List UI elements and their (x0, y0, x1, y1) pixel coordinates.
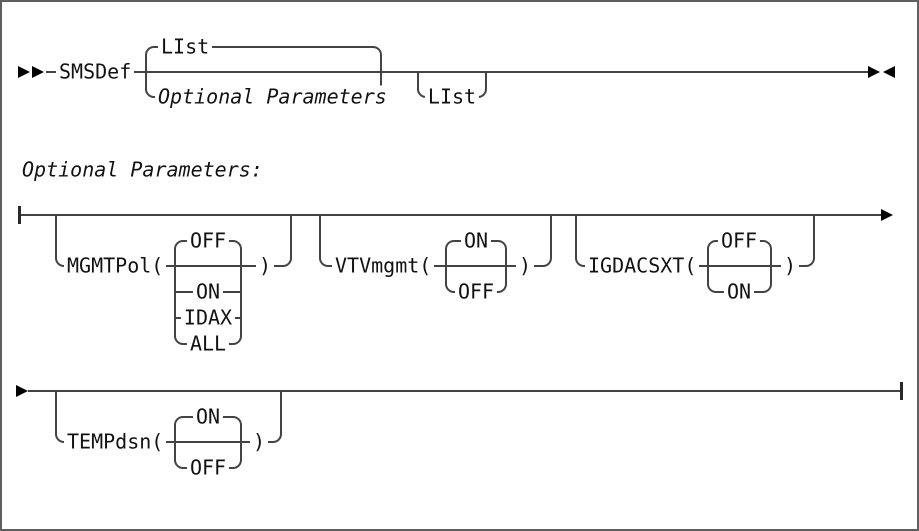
option-default-vtvmgmt: ON (460, 229, 492, 253)
option-default-tempdsn: ON (192, 405, 224, 429)
choice-list-default: LIst (158, 35, 213, 59)
param-rail-tempdsn (55, 391, 282, 443)
rail-segment (28, 390, 902, 392)
close-paren: ) (516, 254, 535, 278)
rule-start-arrow-icon (32, 66, 44, 78)
line-continue-arrow-icon (16, 385, 28, 397)
rule-start-arrow-icon (18, 66, 30, 78)
option-default-igdacsxt: OFF (717, 229, 761, 253)
keyword-smsdef: SMSDef (56, 60, 135, 84)
close-paren: ) (781, 254, 800, 278)
close-paren: ) (256, 254, 275, 278)
rail-segment (20, 214, 882, 216)
param-label-tempdsn: TEMPdsn( (64, 430, 167, 454)
rail-segment (46, 71, 870, 73)
option-default-mgmtpol: OFF (186, 229, 230, 253)
option-mgmtpol-all: ALL (186, 332, 230, 356)
option-igdacsxt-on: ON (723, 280, 755, 304)
param-label-igdacsxt: IGDACSXT( (585, 254, 700, 278)
fragment-end-tick-icon (900, 382, 903, 400)
param-rail-mgmtpol (55, 215, 292, 267)
close-paren: ) (250, 430, 269, 454)
rule-end-arrow-icon (868, 66, 880, 78)
fragment-start-tick-icon (18, 206, 21, 224)
param-label-vtvmgmt: VTVmgmt( (332, 254, 435, 278)
fragment-heading: Optional Parameters: (19, 158, 266, 182)
param-rail-vtvmgmt (319, 215, 552, 267)
option-mgmtpol-on: ON (192, 280, 224, 304)
option-vtvmgmt-off: OFF (454, 280, 498, 304)
rule-end-arrow-icon (883, 66, 895, 78)
choice-optional-parameters: Optional Parameters (155, 85, 390, 109)
optional-list-keyword: LIst (424, 85, 480, 109)
choice-rail-above (145, 46, 382, 73)
option-tempdsn-off: OFF (186, 456, 230, 480)
option-mgmtpol-idax: IDAX (180, 306, 236, 330)
line-continue-arrow-icon (881, 209, 893, 221)
param-label-mgmtpol: MGMTPol( (64, 254, 167, 278)
